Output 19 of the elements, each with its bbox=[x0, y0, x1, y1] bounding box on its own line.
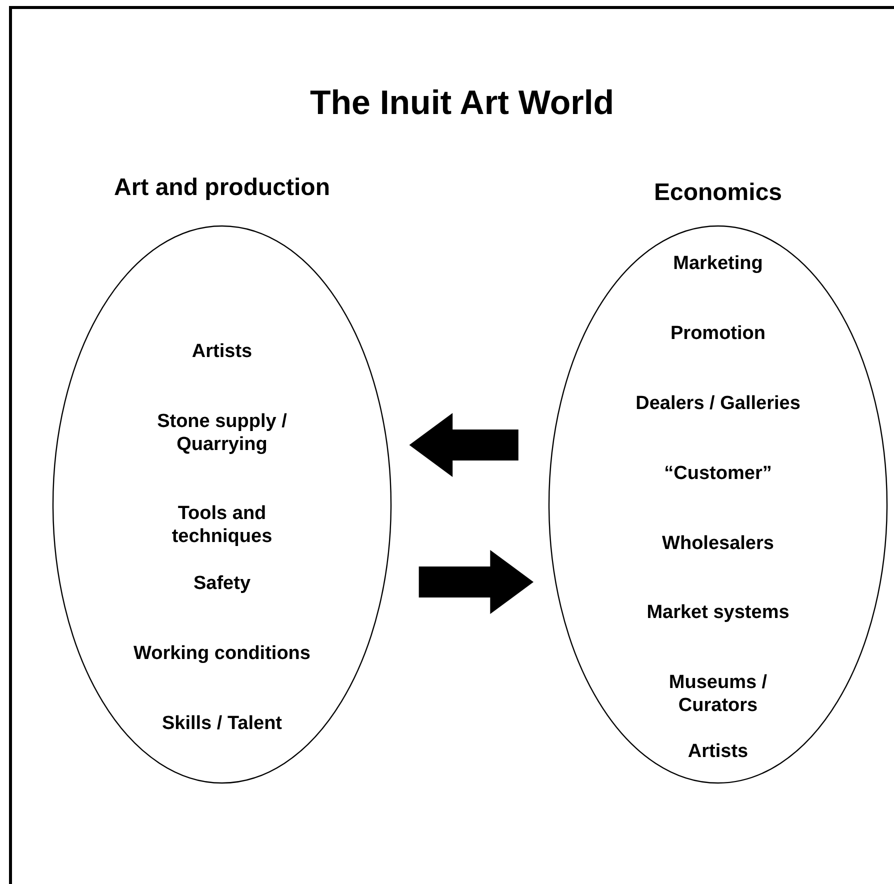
block-arrow bbox=[418, 550, 534, 614]
block-arrow bbox=[409, 413, 518, 477]
diagram-title: The Inuit Art World bbox=[308, 84, 616, 123]
item-label: Skills / Talent bbox=[160, 712, 284, 735]
group-heading: Economics bbox=[652, 179, 784, 207]
item-label: Wholesalers bbox=[661, 532, 775, 555]
item-label: Tools and techniques bbox=[170, 502, 274, 548]
item-label: “Customer” bbox=[663, 462, 773, 485]
item-label: Promotion bbox=[670, 322, 766, 345]
item-label: Market systems bbox=[646, 601, 790, 624]
item-label: Artists bbox=[686, 740, 750, 763]
item-label: Working conditions bbox=[132, 642, 312, 665]
item-label: Marketing bbox=[672, 252, 764, 275]
group-heading: Art and production bbox=[113, 174, 331, 202]
item-label: Safety bbox=[192, 572, 252, 595]
item-label: Artists bbox=[190, 340, 254, 363]
item-label: Dealers / Galleries bbox=[634, 392, 802, 415]
item-label: Stone supply / Quarrying bbox=[156, 410, 288, 456]
item-label: Museums / Curators bbox=[668, 671, 768, 717]
